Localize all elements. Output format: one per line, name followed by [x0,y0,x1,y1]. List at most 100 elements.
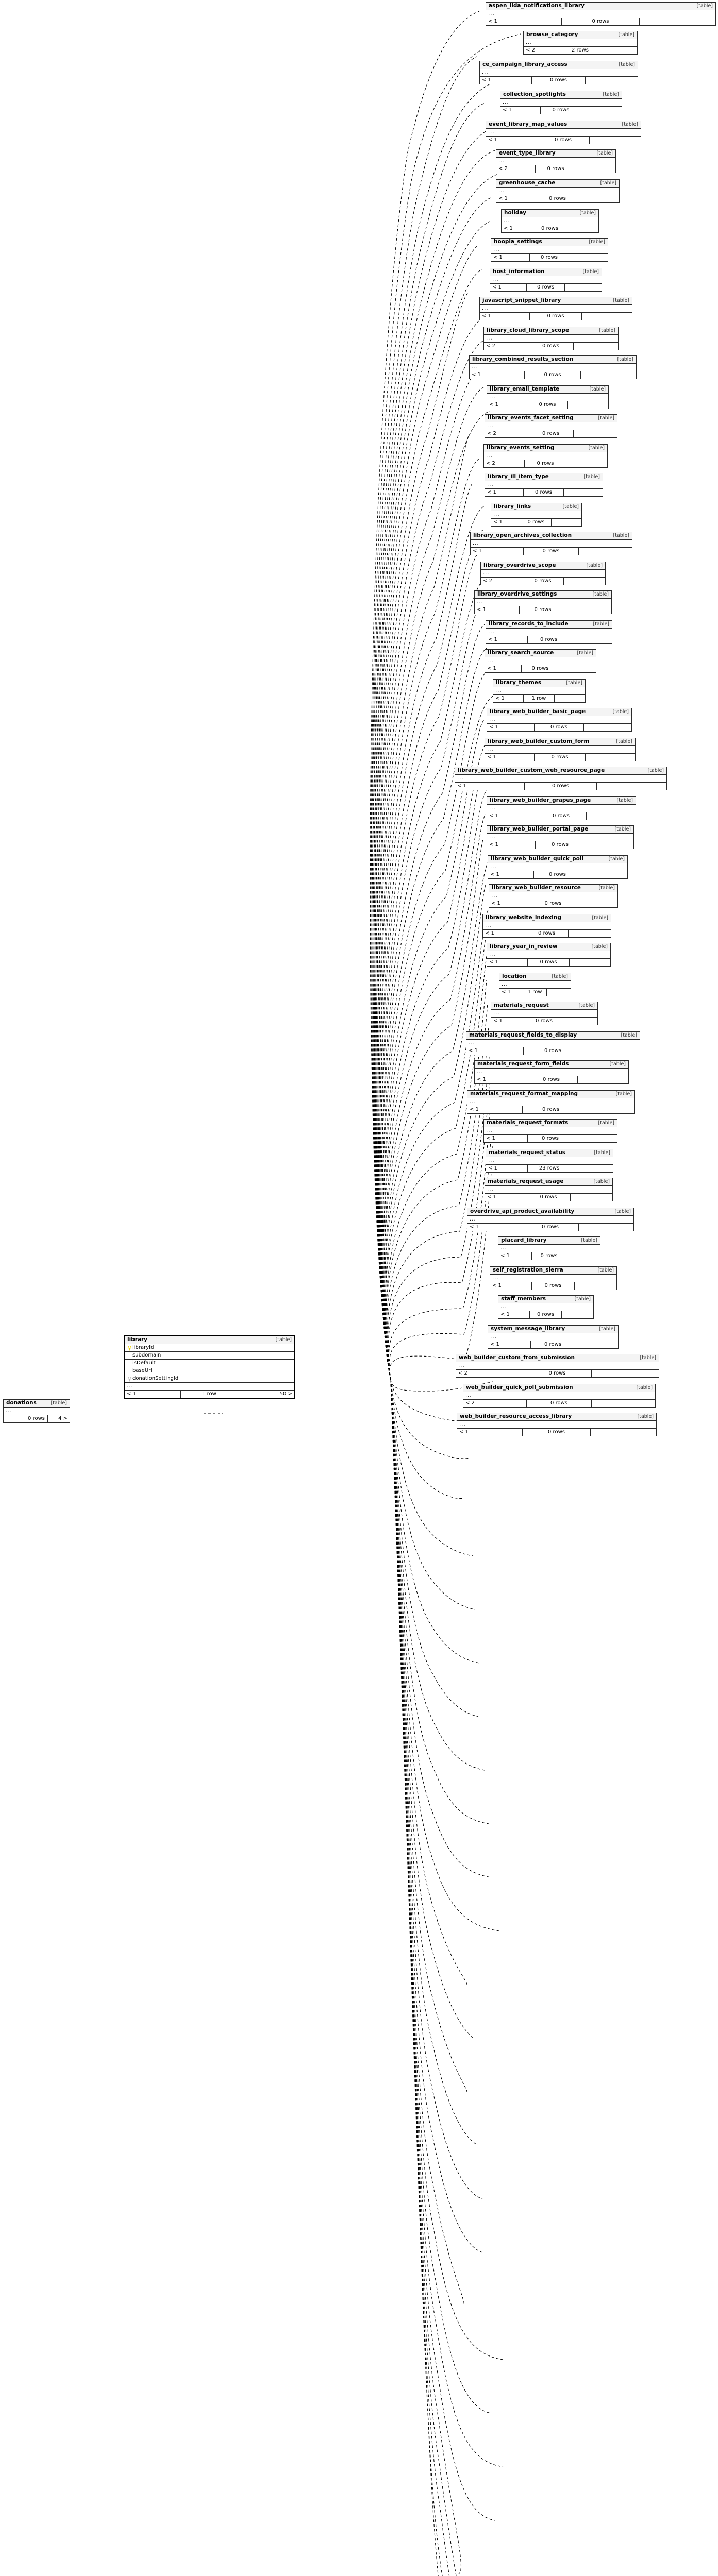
table-box-materials-request-form-fields[interactable]: materials_request_form_fields[table]...<… [474,1060,629,1084]
table-box-donations[interactable]: donations [table] ... 0 rows 4 > [3,1399,70,1423]
footer-rowcount: 0 rows [525,1076,578,1083]
table-type-label: [table] [637,1413,654,1419]
table-header: library_web_builder_custom_form[table] [485,738,635,746]
table-name: greenhouse_cache [499,180,556,187]
footer-parents: < 1 [485,1194,527,1201]
table-header: host_information[table] [490,268,602,276]
table-box-library-web-builder-quick-poll[interactable]: library_web_builder_quick_poll[table]...… [488,855,628,879]
table-header: materials_request_format_mapping[table] [467,1091,634,1098]
table-name: web_builder_quick_poll_submission [466,1384,573,1391]
table-name: ce_campaign_library_access [482,61,567,68]
footer-rowcount: 0 rows [531,900,575,907]
footer-children [597,783,666,790]
footer-rowcount: 0 rows [522,578,564,585]
table-box-library-events-facet-setting[interactable]: library_events_facet_setting[table]...< … [485,414,617,438]
table-box-library-web-builder-portal-page[interactable]: library_web_builder_portal_page[table]..… [487,825,634,849]
footer-children [592,1400,655,1407]
footer-rowcount: 0 rows [526,1018,563,1025]
table-type-label: [table] [616,738,632,744]
footer-rowcount: 0 rows [531,1341,575,1348]
table-box-library[interactable]: library [table] ⚲ libraryId subdomain is… [124,1335,295,1399]
column-name: isDefault [132,1360,156,1366]
more-columns-ellipsis: ... [491,246,608,254]
footer-children [564,489,603,496]
table-box-library-web-builder-resource[interactable]: library_web_builder_resource[table]...< … [489,884,618,908]
table-box-overdrive-api-product-availability[interactable]: overdrive_api_product_availability[table… [467,1208,634,1231]
table-box-library-web-builder-grapes-page[interactable]: library_web_builder_grapes_page[table]..… [487,796,636,820]
table-box-web-builder-quick-poll-submission[interactable]: web_builder_quick_poll_submission[table]… [463,1384,656,1408]
table-name: location [502,973,527,980]
table-type-label: [table] [275,1336,292,1343]
table-name: event_library_map_values [489,121,567,128]
primary-key-icon: ⚲ [127,1344,132,1351]
table-box-library-web-builder-basic-page[interactable]: library_web_builder_basic_page[table]...… [487,708,632,732]
footer-children [578,1076,628,1083]
table-name: library_web_builder_portal_page [490,826,589,833]
table-box-library-web-builder-custom-form[interactable]: library_web_builder_custom_form[table]..… [485,738,636,761]
footer-parents: < 1 [475,606,520,614]
table-box-web-builder-custom-from-submission[interactable]: web_builder_custom_from_submission[table… [456,1354,659,1378]
table-header: library_web_builder_quick_poll[table] [488,856,627,863]
table-name: library_links [494,503,531,510]
table-type-label: [table] [578,1002,595,1008]
more-columns-ellipsis: ... [487,394,608,401]
table-name: materials_request_form_fields [477,1061,569,1067]
footer-rowcount: 0 rows [523,1429,591,1436]
footer-rowcount: 0 rows [524,548,579,555]
table-box-aspen-lida-notifications-library[interactable]: aspen_lida_notifications_library[table].… [486,2,716,26]
table-box-library-web-builder-custom-web-resource-page[interactable]: library_web_builder_custom_web_resource_… [455,767,667,790]
table-box-web-builder-resource-access-library[interactable]: web_builder_resource_access_library[tabl… [457,1413,657,1436]
table-box-materials-request-fields-to-display[interactable]: materials_request_fields_to_display[tabl… [466,1031,640,1055]
table-box-library-combined-results-section[interactable]: library_combined_results_section[table].… [469,355,637,379]
table-box-materials-request-format-mapping[interactable]: materials_request_format_mapping[table].… [467,1090,635,1114]
table-box-library-cloud-library-scope[interactable]: library_cloud_library_scope[table]...< 2… [483,327,619,350]
footer-parents: < 2 [484,343,528,350]
table-type-label: [table] [577,650,593,656]
table-header: web_builder_resource_access_library[tabl… [457,1413,656,1421]
footer-parents: < 1 [502,225,534,232]
footer-children [582,1047,640,1055]
more-columns-ellipsis: ... [467,1098,634,1106]
table-box-library-open-archives-collection[interactable]: library_open_archives_collection[table].… [470,532,632,555]
footer-children [586,754,635,761]
table-name: materials_request_usage [488,1178,564,1185]
more-columns-ellipsis: ... [480,305,632,313]
table-type-label: [table] [615,1091,632,1097]
footer-parents: < 1 [490,284,527,291]
